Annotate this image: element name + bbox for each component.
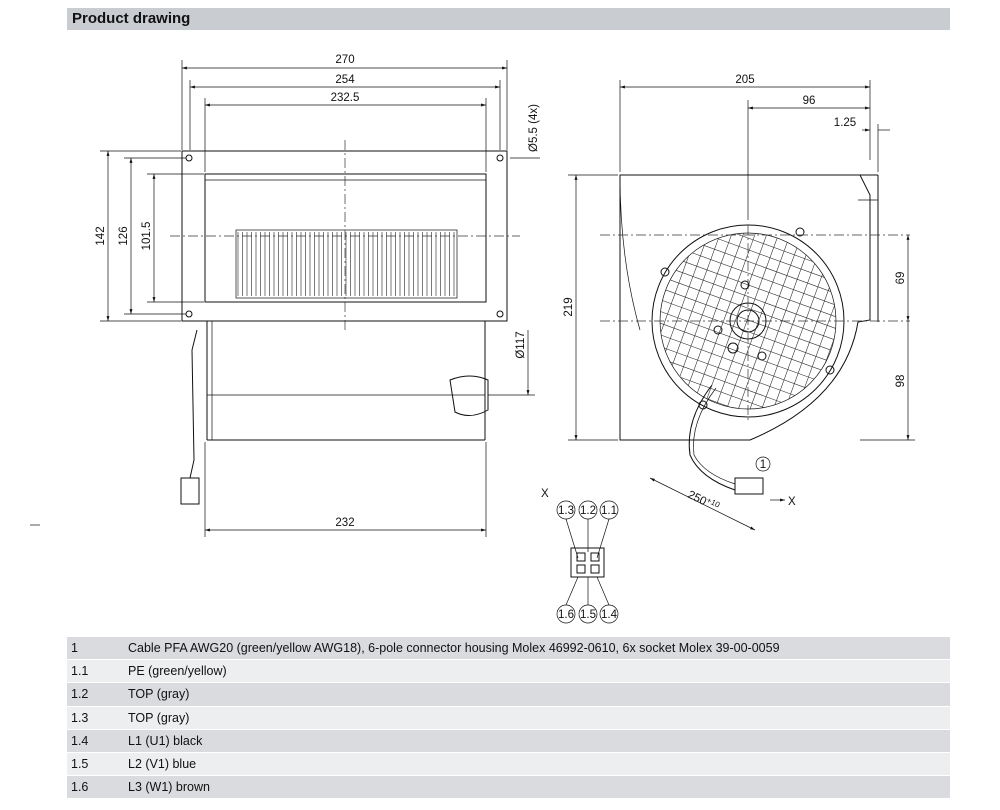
legend-number: 1.3 bbox=[67, 706, 124, 730]
dim-232: 232 bbox=[335, 517, 354, 529]
legend-number: 1 bbox=[67, 637, 124, 661]
mount-hole-top-left bbox=[185, 154, 193, 162]
pin-1-3: 1.3 bbox=[558, 505, 574, 517]
legend-number: 1.1 bbox=[67, 659, 124, 684]
legend-number: 1.5 bbox=[67, 752, 124, 777]
scroll-housing bbox=[619, 174, 871, 441]
outlet-opening bbox=[204, 173, 487, 303]
dim-96: 96 bbox=[803, 95, 816, 107]
legend-description: TOP (gray) bbox=[124, 706, 950, 730]
pin-1-1: 1.1 bbox=[601, 505, 617, 517]
legend-description: L2 (V1) blue bbox=[124, 752, 950, 777]
pin-1-4: 1.4 bbox=[601, 609, 618, 621]
fan-guard-grille bbox=[659, 232, 837, 410]
legend-description: Cable PFA AWG20 (green/yellow AWG18), 6-… bbox=[124, 637, 950, 661]
mount-hole-top-right bbox=[496, 154, 504, 162]
side-view: 205 96 1.25 219 69 98 250+10 1 X bbox=[563, 74, 915, 531]
legend-description: PE (green/yellow) bbox=[124, 659, 950, 684]
connector-view-label: X bbox=[541, 488, 549, 500]
dim-205: 205 bbox=[735, 74, 754, 86]
legend-number: 1.2 bbox=[67, 682, 124, 707]
mount-hole-bottom-right bbox=[496, 310, 504, 318]
section-x-label: X bbox=[788, 496, 796, 508]
dim-254: 254 bbox=[335, 74, 355, 86]
impeller-blades-front bbox=[237, 232, 455, 296]
connector-housing bbox=[570, 547, 605, 578]
dim-126: 126 bbox=[118, 226, 130, 245]
connector-side bbox=[734, 477, 764, 495]
legend-number: 1.4 bbox=[67, 729, 124, 753]
callout-1: 1 bbox=[760, 459, 766, 471]
dim-101-5: 101.5 bbox=[141, 222, 153, 251]
connector-front bbox=[180, 477, 200, 505]
dim-270: 270 bbox=[335, 54, 354, 66]
pin-1-6: 1.6 bbox=[558, 609, 574, 621]
section-header: Product drawing bbox=[67, 8, 950, 30]
callout-1-circle bbox=[755, 456, 771, 472]
product-drawing: 270 254 232.5 Ø5.5 (4x) 142 126 101.5 Ø1… bbox=[30, 54, 915, 624]
dim-69: 69 bbox=[895, 272, 907, 285]
mount-hole-bottom-left bbox=[185, 310, 193, 318]
section-title: Product drawing bbox=[72, 10, 191, 27]
legend-description: L3 (W1) brown bbox=[124, 775, 950, 800]
legend-description: L1 (U1) black bbox=[124, 729, 950, 753]
dim-232-5: 232.5 bbox=[331, 92, 360, 104]
legend-number: 1.6 bbox=[67, 775, 124, 800]
motor-boss bbox=[449, 375, 489, 416]
connector-detail: X 1.3 1.2 1.1 1.6 1.5 1.4 bbox=[541, 488, 619, 624]
dim-142: 142 bbox=[95, 226, 107, 245]
front-view: 270 254 232.5 Ø5.5 (4x) 142 126 101.5 Ø1… bbox=[30, 54, 540, 537]
cable-front bbox=[189, 329, 198, 479]
dim-cable-250: 250+10 bbox=[686, 487, 722, 514]
pin-1-5: 1.5 bbox=[580, 609, 596, 621]
legend-description: TOP (gray) bbox=[124, 682, 950, 707]
dim-hole-5-5: Ø5.5 (4x) bbox=[528, 104, 540, 152]
dim-1-25: 1.25 bbox=[834, 117, 856, 129]
pin-1-2: 1.2 bbox=[580, 505, 596, 517]
dim-diameter-117: Ø117 bbox=[515, 331, 527, 358]
dim-98: 98 bbox=[895, 375, 907, 388]
dim-219: 219 bbox=[563, 297, 575, 316]
